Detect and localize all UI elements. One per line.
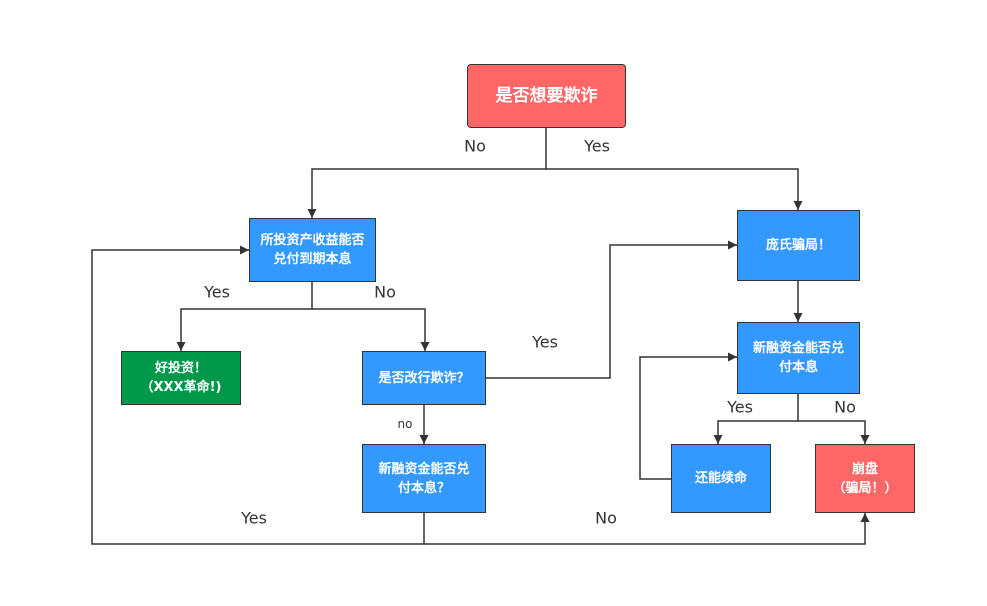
node-text: 还能续命	[694, 471, 747, 486]
connector-investment-to-switch	[312, 308, 430, 351]
edge-label-investment-no: No	[374, 282, 396, 302]
node-text-line-2: 付本息	[778, 360, 818, 375]
node-text-line-1: 所投资产收益能否	[260, 233, 365, 248]
node-text-line-2: （XXX革命!)	[140, 380, 222, 395]
node-refinance-check-left: 新融资金能否兑 付本息？	[362, 444, 486, 513]
edge-label-start-no: No	[464, 136, 486, 156]
connector-investment-to-good	[176, 282, 313, 351]
node-text-line-2: 兑付到期本息	[273, 252, 352, 267]
edge-label-investment-yes: Yes	[204, 282, 230, 302]
node-refinance-check-right: 新融资金能否兑 付本息	[737, 322, 860, 394]
connector-start-to-investment-check	[307, 128, 547, 218]
node-text: 是否想要欺诈	[495, 85, 598, 106]
node-investment-return-check: 所投资产收益能否 兑付到期本息	[249, 218, 376, 282]
node-good-investment: 好投资！ （XXX革命!)	[121, 351, 241, 405]
connector-refinance-left-to-collapse	[424, 513, 870, 545]
node-text-line-1: 新融资金能否兑	[752, 341, 844, 356]
edge-label-switch-no: no	[397, 417, 413, 431]
edge-label-refinance-left-yes: Yes	[241, 508, 267, 528]
connector-refinance-right-to-extend	[713, 394, 799, 444]
connector-start-to-ponzi	[546, 168, 803, 210]
node-ponzi-scheme: 庞氏骗局！	[737, 210, 860, 281]
node-want-to-defraud: 是否想要欺诈	[467, 64, 626, 128]
connector-refinance-left-to-investment	[91, 245, 425, 545]
node-extend-life: 还能续命	[671, 444, 771, 513]
node-text-line-2: 付本息？	[397, 480, 450, 496]
node-text-line-2: （骗局！）	[832, 480, 898, 496]
connector-refinance-right-to-collapse	[798, 420, 870, 444]
edge-label-refinance-right-no: No	[834, 397, 856, 417]
node-collapse: 崩盘 （骗局！）	[815, 444, 915, 513]
node-text: 庞氏骗局！	[765, 238, 831, 253]
node-switch-to-fraud: 是否改行欺诈？	[362, 351, 486, 405]
node-text-line-1: 好投资！	[154, 361, 207, 376]
edge-label-refinance-left-no: No	[595, 508, 617, 528]
edge-label-switch-yes: Yes	[532, 332, 558, 352]
connector-switch-to-ponzi	[486, 240, 737, 379]
edge-label-start-yes: Yes	[584, 136, 610, 156]
node-text-line-1: 新融资金能否兑	[378, 461, 470, 477]
connector-extend-to-refinance-right	[639, 352, 737, 480]
edge-label-refinance-right-yes: Yes	[727, 397, 753, 417]
node-text-line-1: 崩盘	[851, 461, 878, 477]
node-text: 是否改行欺诈？	[378, 370, 470, 386]
